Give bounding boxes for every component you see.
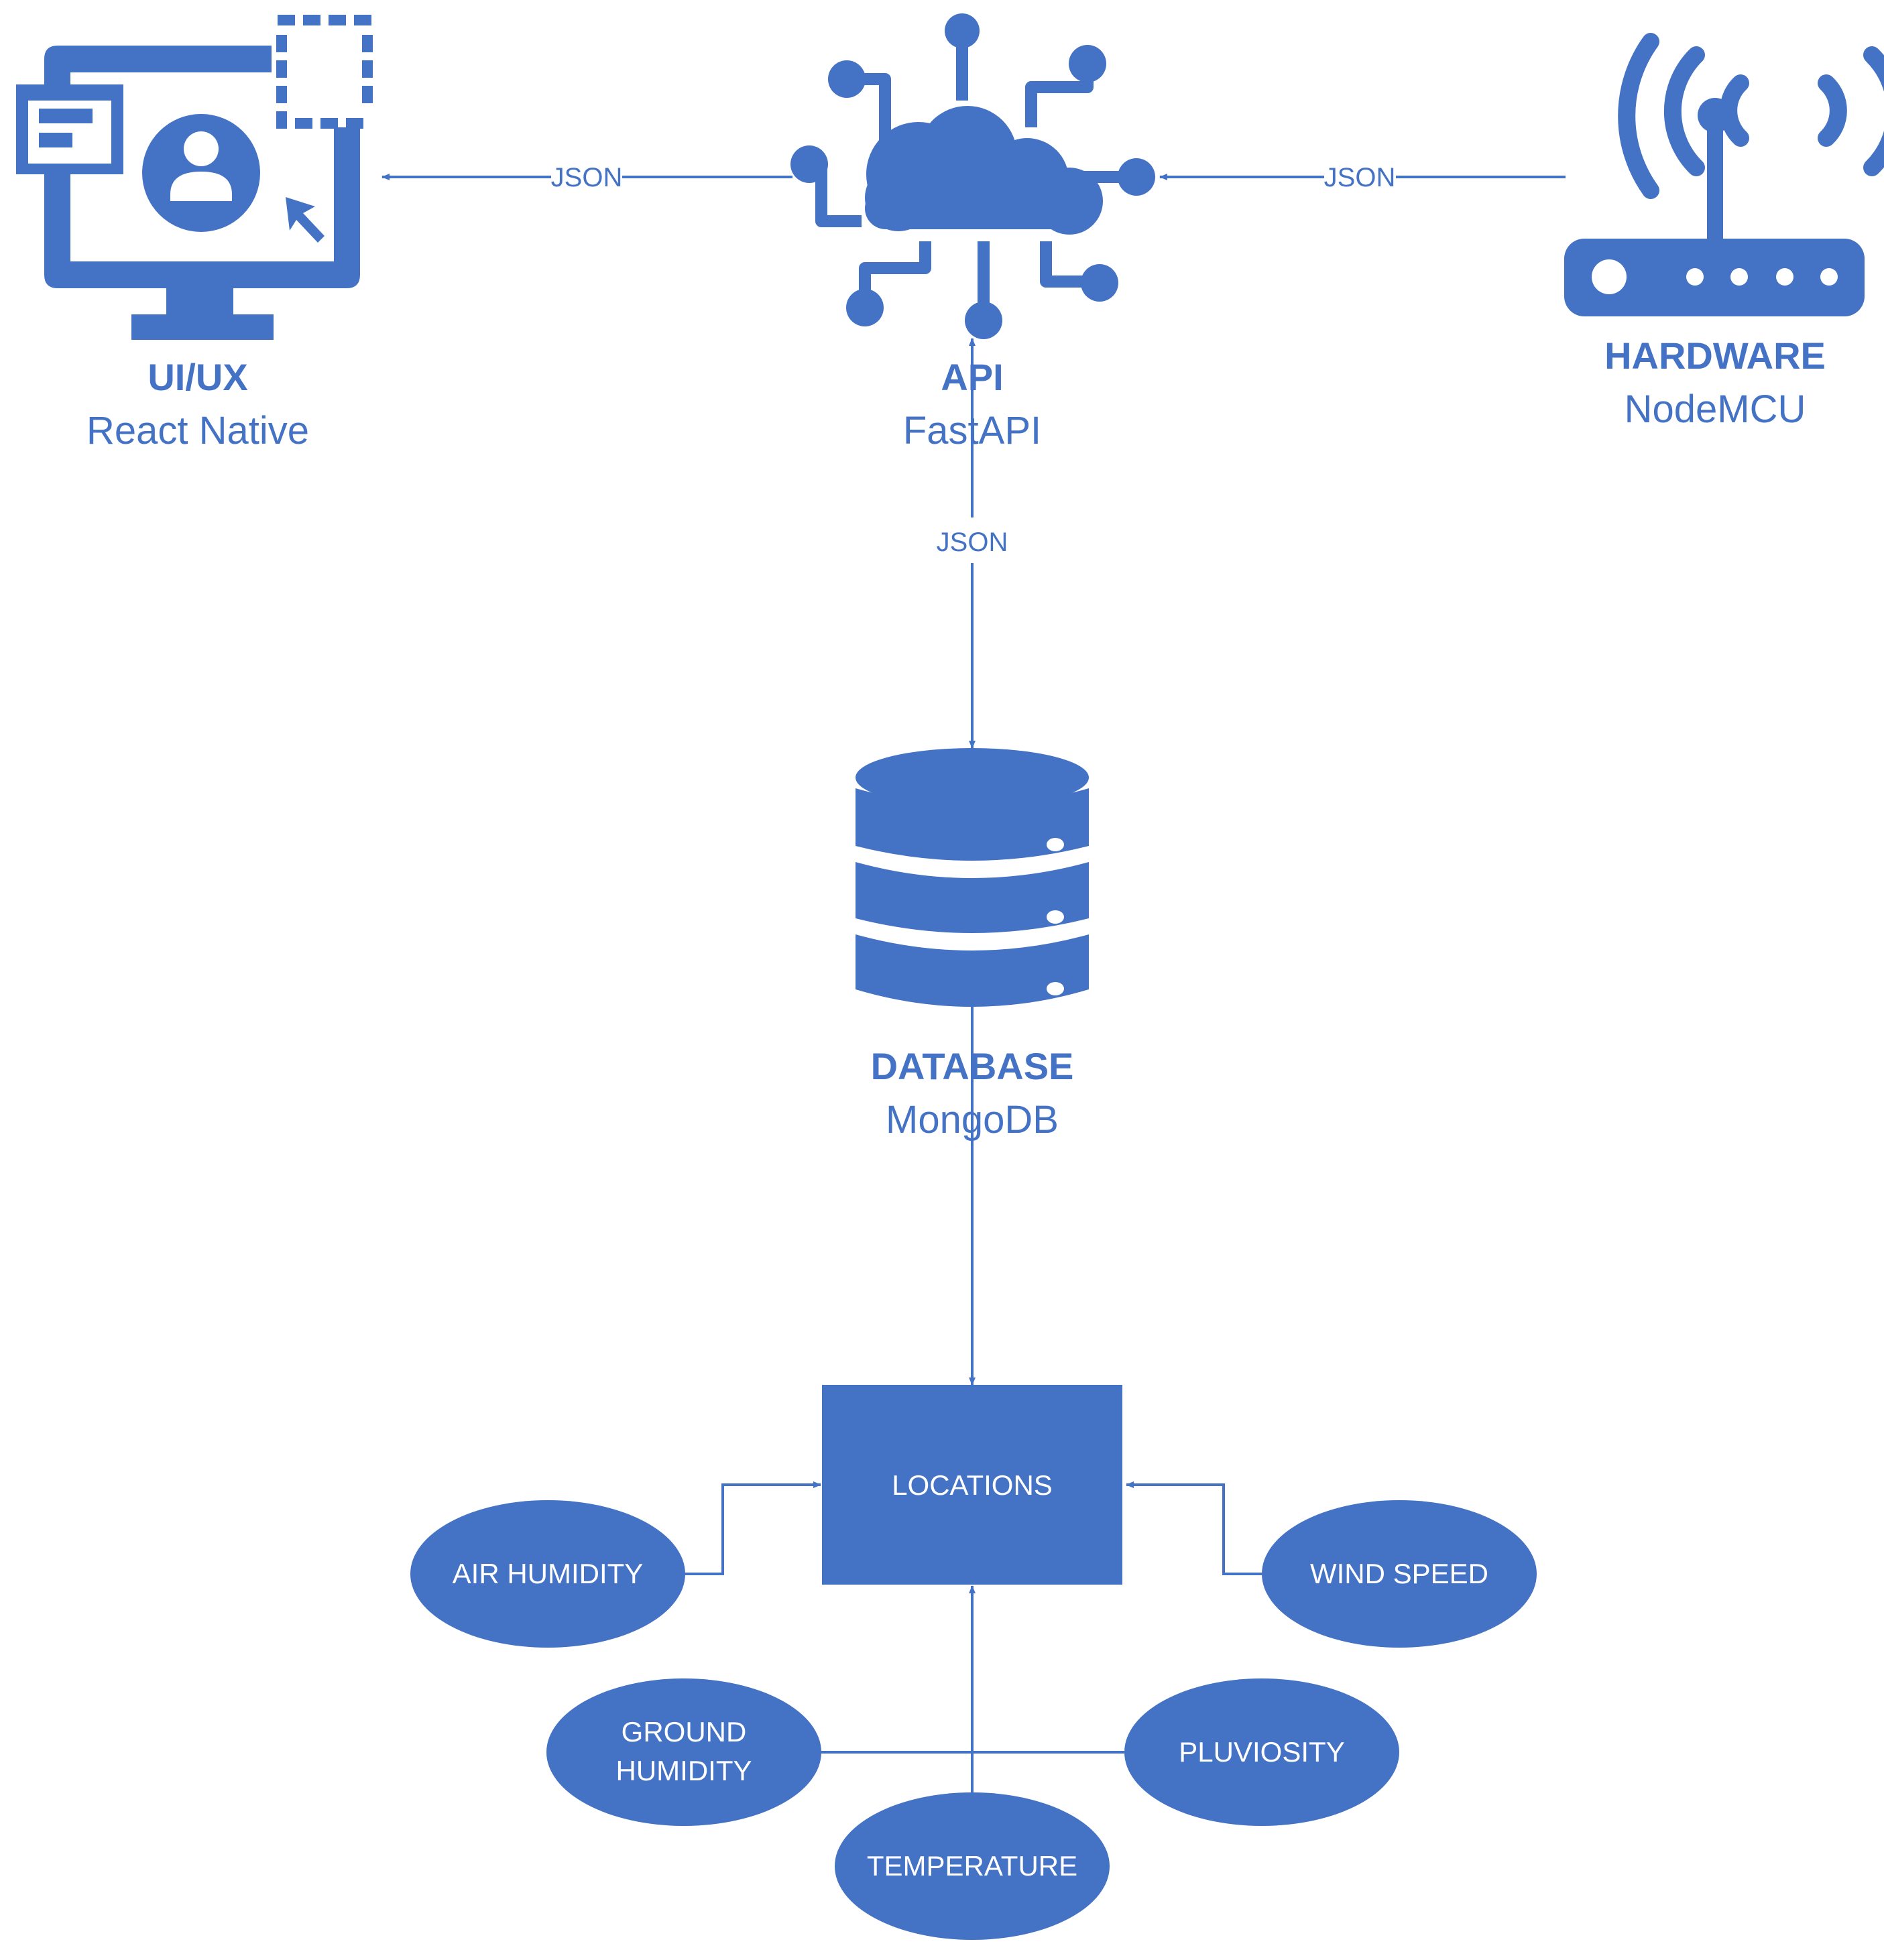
attribute-ground-humidity: GROUND HUMIDITY (546, 1678, 821, 1826)
hardware-title: HARDWARE (1604, 334, 1826, 377)
hardware-subtitle: NodeMCU (1625, 387, 1806, 431)
attribute-label: GROUND (622, 1716, 747, 1748)
attribute-label: AIR HUMIDITY (453, 1558, 644, 1589)
attribute-temperature: TEMPERATURE (835, 1792, 1110, 1940)
edge-label-hardware-to-api: JSON (1324, 163, 1396, 192)
locations-entity: LOCATIONS (822, 1385, 1122, 1585)
locations-label: LOCATIONS (892, 1469, 1053, 1501)
attribute-wind-speed: WIND SPEED (1262, 1500, 1537, 1648)
api-title: API (941, 356, 1003, 398)
edge-wind-speed (1126, 1481, 1262, 1575)
ui-title: UI/UX (148, 356, 247, 398)
api-subtitle: FastAPI (903, 409, 1041, 452)
attribute-pluviosity: PLUVIOSITY (1124, 1678, 1399, 1826)
database-subtitle: MongoDB (886, 1098, 1059, 1142)
connectors (381, 174, 1566, 1794)
cloud-network-icon (790, 13, 1155, 339)
edge-label-api-database: JSON (937, 528, 1008, 557)
attribute-label: TEMPERATURE (867, 1850, 1077, 1882)
edge-labels: JSON JSON JSON (551, 158, 1396, 560)
attribute-air-humidity: AIR HUMIDITY (410, 1500, 685, 1648)
monitor-user-icon (15, 15, 373, 340)
database-icon (856, 748, 1089, 1007)
ui-subtitle: React Native (86, 409, 309, 452)
attribute-label: WIND SPEED (1310, 1558, 1488, 1589)
attribute-label: PLUVIOSITY (1179, 1736, 1344, 1768)
edge-air-humidity (685, 1481, 821, 1575)
wifi-router-icon (1564, 33, 1884, 316)
database-title: DATABASE (871, 1045, 1074, 1087)
attribute-label: HUMIDITY (616, 1755, 752, 1786)
edge-label-api-to-ui: JSON (551, 163, 623, 192)
